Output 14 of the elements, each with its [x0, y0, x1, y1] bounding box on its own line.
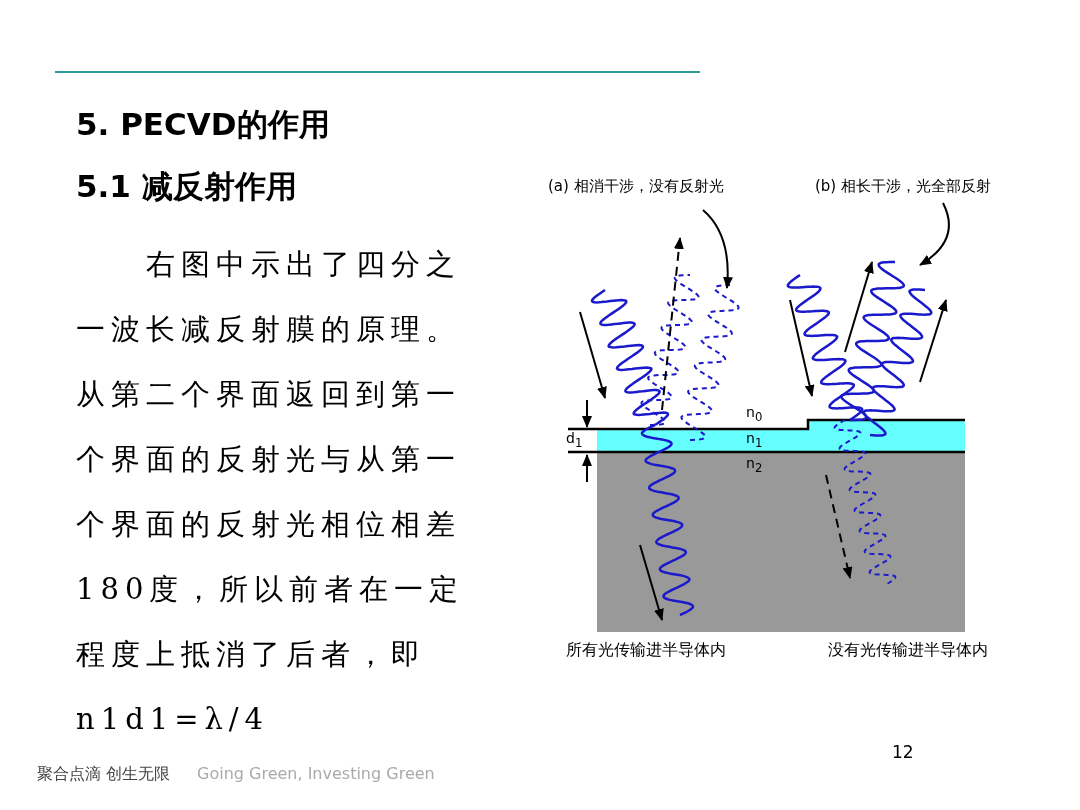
- page-number: 12: [892, 742, 914, 762]
- body-paragraph: 右图中示出了四分之一波长减反射膜的原理。从第二个界面返回到第一个界面的反射光与从第一个界面的反射光相位相差180度，所以前者在一定程度上抵消了后者，即n1d1=λ/4: [76, 246, 466, 738]
- layer-label: n$_{1}$: [746, 430, 763, 450]
- panel-caption: (b) 相长干涉，光全部反射: [815, 177, 991, 196]
- footer-slogan: 聚合点滴 创生无限: [37, 764, 171, 785]
- section-heading: 5.1 减反射作用: [76, 167, 297, 206]
- slide-title: 5. PECVD的作用: [76, 105, 330, 144]
- panel-caption: (a) 相消干涉，没有反射光: [548, 177, 724, 196]
- layer-label: n$_{0}$: [746, 404, 763, 424]
- layer-label: n$_{2}$: [746, 455, 763, 475]
- thickness-label: d$_{1}$: [566, 430, 583, 450]
- footer-slogan: Going Green, Investing Green: [197, 764, 435, 783]
- result-caption: 所有光传输进半导体内: [566, 640, 726, 661]
- result-caption: 没有光传输进半导体内: [828, 640, 988, 661]
